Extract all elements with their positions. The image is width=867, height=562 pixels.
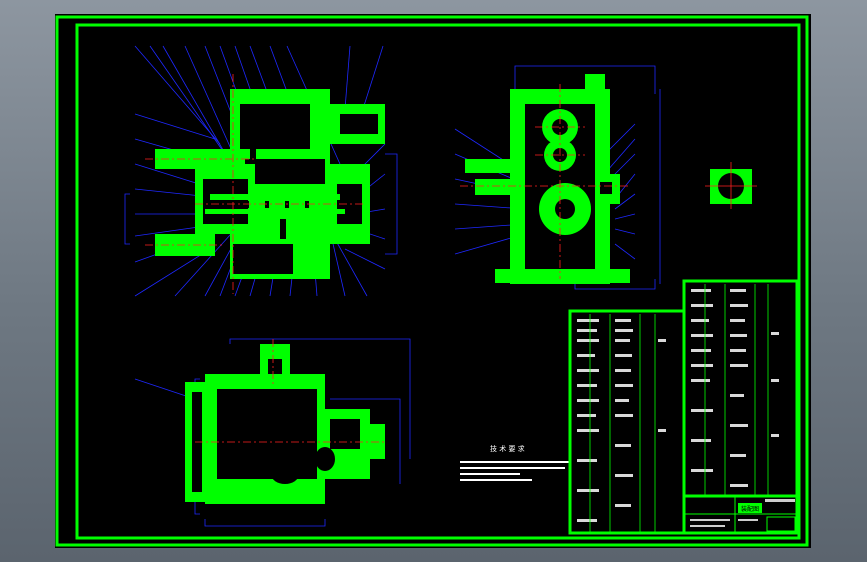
front-view [124, 45, 398, 297]
top-view [134, 338, 411, 527]
parts-list-left [568, 309, 686, 535]
cad-drawing: 技 术 要 求 [55, 15, 809, 547]
title-block: 装配图 [682, 494, 799, 535]
inner-frame [75, 23, 801, 540]
technical-notes: 技 术 要 求 [460, 444, 570, 481]
detail-view [705, 162, 757, 209]
drawing-canvas[interactable]: 技 术 要 求 [55, 14, 811, 548]
notes-title: 技 术 要 求 [490, 444, 525, 453]
title-block-cell: 装配图 [741, 505, 759, 513]
side-view [454, 65, 661, 290]
outer-frame [55, 15, 809, 547]
